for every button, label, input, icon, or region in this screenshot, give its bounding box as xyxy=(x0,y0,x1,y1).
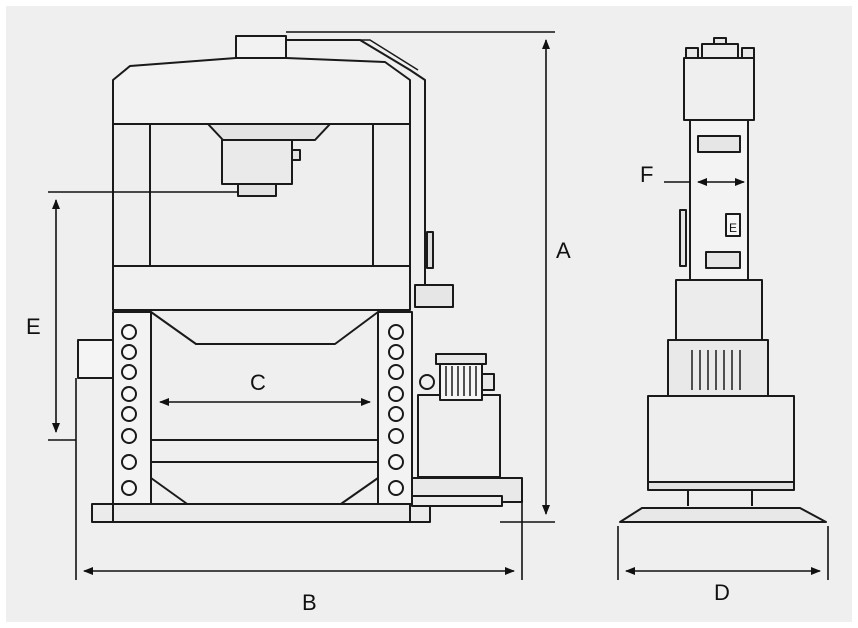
motor-unit xyxy=(417,394,501,478)
column-holes xyxy=(121,324,404,496)
lower-frame xyxy=(112,265,411,311)
motor-fins xyxy=(445,366,477,396)
ram-piston xyxy=(237,183,277,197)
label-b: B xyxy=(302,590,317,615)
side-view-press xyxy=(619,37,827,523)
top-cylinder-block xyxy=(235,35,287,59)
top-crown xyxy=(112,57,411,125)
side-tank xyxy=(647,395,795,483)
side-base xyxy=(619,507,827,523)
label-c: C xyxy=(250,370,266,395)
label-d: D xyxy=(714,580,730,605)
ram-cylinder xyxy=(221,139,293,185)
label-a: A xyxy=(556,238,571,263)
label-f: F xyxy=(640,162,653,187)
press-base xyxy=(91,503,431,523)
dimension-lines xyxy=(48,31,829,580)
side-lever xyxy=(426,231,434,269)
side-motor-fins xyxy=(691,350,741,390)
ram-plate xyxy=(207,123,331,141)
label-side-tag: E xyxy=(729,221,737,235)
label-e: E xyxy=(26,314,41,339)
side-top-block xyxy=(683,57,755,121)
press-bed xyxy=(150,311,379,345)
